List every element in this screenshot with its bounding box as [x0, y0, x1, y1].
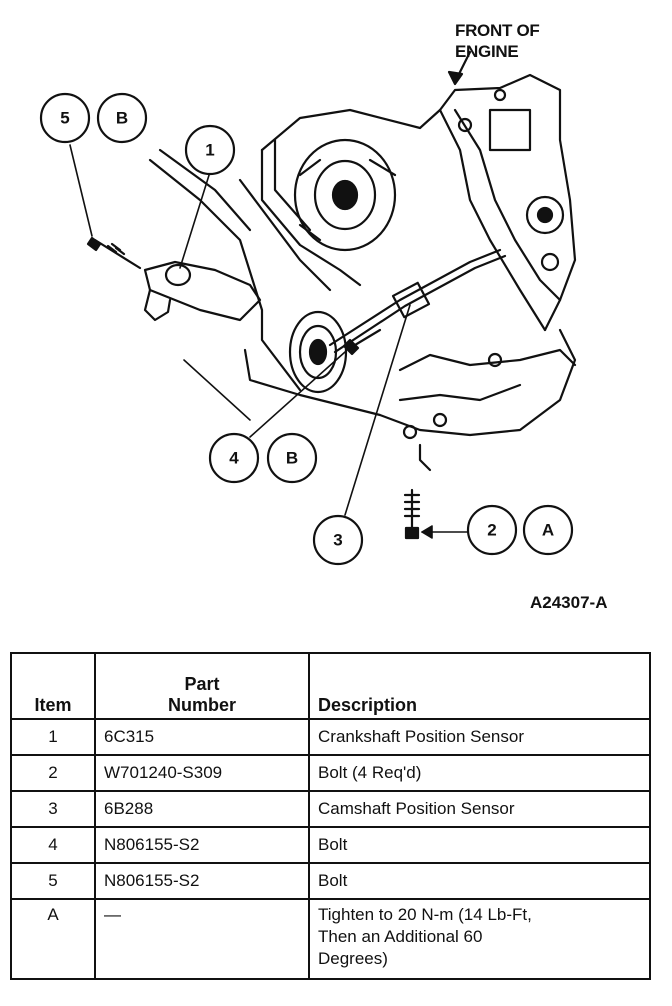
engine-diagram: 5 B 1 4 B 3 2 A FRONT OF ENGINE A24307-A: [39, 20, 608, 612]
table-header-row: Item Part Number Description: [10, 652, 651, 720]
header-part-line2: Number: [167, 695, 236, 715]
cell-description: Bolt: [308, 862, 651, 900]
description-line3: Degrees): [318, 949, 388, 968]
cam-sensor-body: [391, 281, 431, 319]
cell-item: 5: [10, 862, 96, 900]
callout-3-circle: [312, 514, 364, 566]
callout-A: A: [542, 521, 554, 540]
cell-part: —: [94, 898, 310, 980]
callout-A-circle: [522, 504, 574, 556]
leader-5: [69, 144, 93, 237]
header-item: Item: [10, 652, 96, 720]
bolt-5-shaft: [93, 238, 142, 270]
cell-item: 4: [10, 826, 96, 864]
callout-3: 3: [333, 531, 342, 550]
description-line2: Then an Additional 60: [318, 927, 483, 946]
callout-B-top-circle: [96, 92, 148, 144]
cam-sensor-shaft: [328, 248, 502, 347]
front-arrow-head: [447, 70, 464, 86]
crank-pulley-outer: [288, 310, 348, 394]
table-row: 1 6C315 Crankshaft Position Sensor: [10, 718, 651, 756]
table-row: 4 N806155-S2 Bolt: [10, 826, 651, 864]
leader-3: [344, 304, 411, 516]
figure-id: A24307-A: [530, 593, 608, 612]
cell-description: Bolt: [308, 826, 651, 864]
engine-block-outline: [260, 73, 577, 332]
header-description: Description: [308, 652, 651, 720]
cell-item: 3: [10, 790, 96, 828]
table-row: A — Tighten to 20 N-m (14 Lb-Ft, Then an…: [10, 898, 651, 980]
engine-illustration: 5 B 1 4 B 3 2 A: [39, 50, 577, 566]
cell-description: Crankshaft Position Sensor: [308, 718, 651, 756]
cell-description: Bolt (4 Req'd): [308, 754, 651, 792]
parts-table: Item Part Number Description 1 6C315 Cra…: [10, 652, 651, 980]
cell-part: N806155-S2: [94, 862, 310, 900]
cell-item: A: [10, 898, 96, 980]
crank-sensor-body: [143, 260, 262, 322]
header-part-number: Part Number: [94, 652, 310, 720]
description-line1: Tighten to 20 N-m (14 Lb-Ft,: [318, 905, 532, 924]
cam-pulley-inner: [313, 159, 377, 231]
leader-1: [179, 171, 211, 269]
callout-4: 4: [229, 449, 239, 468]
callout-B-mid: B: [286, 449, 298, 468]
cell-part: N806155-S2: [94, 826, 310, 864]
leader-4: [249, 351, 346, 438]
front-label-line2: ENGINE: [455, 42, 519, 61]
crank-sensor-wire: [148, 158, 302, 392]
cell-description: Camshaft Position Sensor: [308, 790, 651, 828]
table-row: 5 N806155-S2 Bolt: [10, 862, 651, 900]
callout-1-circle: [184, 124, 236, 176]
cell-description: Tighten to 20 N-m (14 Lb-Ft, Then an Add…: [308, 898, 651, 980]
cell-item: 2: [10, 754, 96, 792]
header-part-line1: Part: [184, 674, 220, 694]
cam-pulley-outer: [293, 138, 397, 252]
callout-B-mid-circle: [266, 432, 318, 484]
cell-item: 1: [10, 718, 96, 756]
callout-2-circle: [466, 504, 518, 556]
table-row: 2 W701240-S309 Bolt (4 Req'd): [10, 754, 651, 792]
front-label-line1: FRONT OF: [455, 21, 540, 40]
crank-nut: [525, 195, 565, 235]
callout-5: 5: [60, 109, 69, 128]
front-cover-edge: [438, 108, 547, 332]
cell-part: W701240-S309: [94, 754, 310, 792]
callout-5-circle: [39, 92, 91, 144]
table-row: 3 6B288 Camshaft Position Sensor: [10, 790, 651, 828]
bolt-4-shaft: [353, 328, 382, 347]
callout-4-circle: [208, 432, 260, 484]
callout-B-top: B: [116, 109, 128, 128]
callout-2: 2: [487, 521, 496, 540]
lower-block-outline: [243, 328, 577, 437]
front-of-engine-label: FRONT OF ENGINE: [455, 20, 540, 62]
callout-1: 1: [205, 141, 214, 160]
cell-part: 6C315: [94, 718, 310, 756]
cell-part: 6B288: [94, 790, 310, 828]
